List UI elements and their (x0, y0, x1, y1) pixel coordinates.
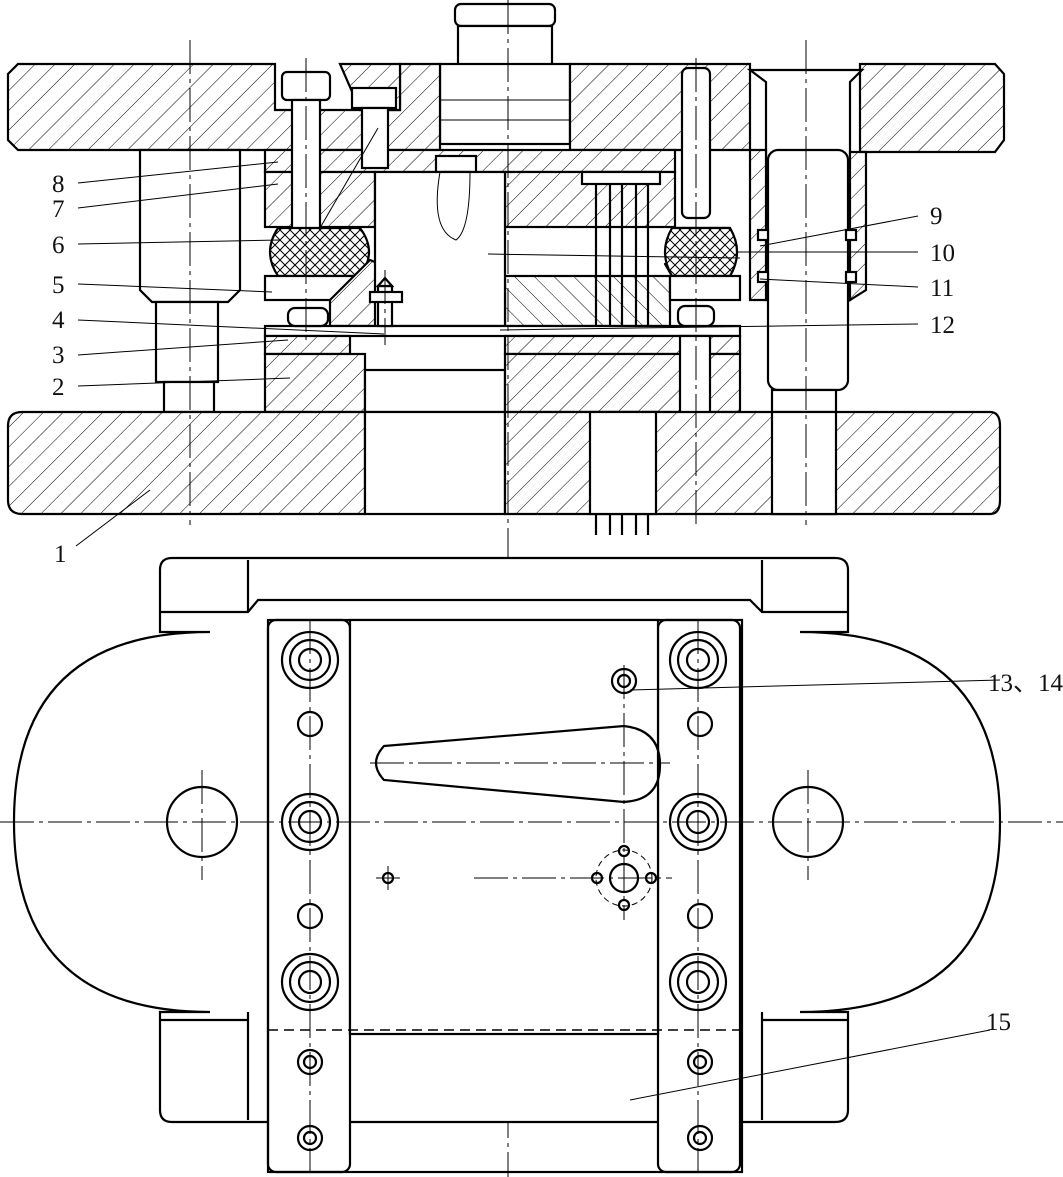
die-plate-plan (348, 618, 660, 1036)
rubber-springs (268, 226, 739, 281)
label-1: 1 (54, 541, 67, 568)
strip (263, 324, 742, 338)
label-4: 4 (52, 307, 65, 334)
label-6: 6 (52, 232, 65, 259)
label-13-14: 13、14 (988, 670, 1063, 697)
plan-centerlines (0, 620, 1063, 1172)
blank-contour (374, 724, 662, 804)
label-2: 2 (52, 374, 65, 401)
label-10: 10 (930, 240, 955, 267)
label-5: 5 (52, 272, 65, 299)
guide-rail-left (266, 618, 352, 1174)
label-11: 11 (930, 275, 954, 302)
label-7: 7 (52, 196, 65, 223)
plan-view (0, 556, 1063, 1174)
label-12: 12 (930, 312, 955, 339)
die-plate (263, 334, 742, 356)
label-15: 15 (986, 1009, 1011, 1036)
section-view (6, 0, 1006, 1177)
mold-shank (438, 2, 572, 146)
label-8: 8 (52, 171, 65, 198)
label-3: 3 (52, 342, 65, 369)
label-9: 9 (930, 203, 943, 230)
lower-die-plate (6, 410, 1002, 516)
guide-rail-right (656, 618, 742, 1174)
screws-top (280, 66, 712, 246)
callouts: 8 7 6 5 4 3 2 1 9 10 11 12 13、14 15 (52, 127, 1063, 1101)
